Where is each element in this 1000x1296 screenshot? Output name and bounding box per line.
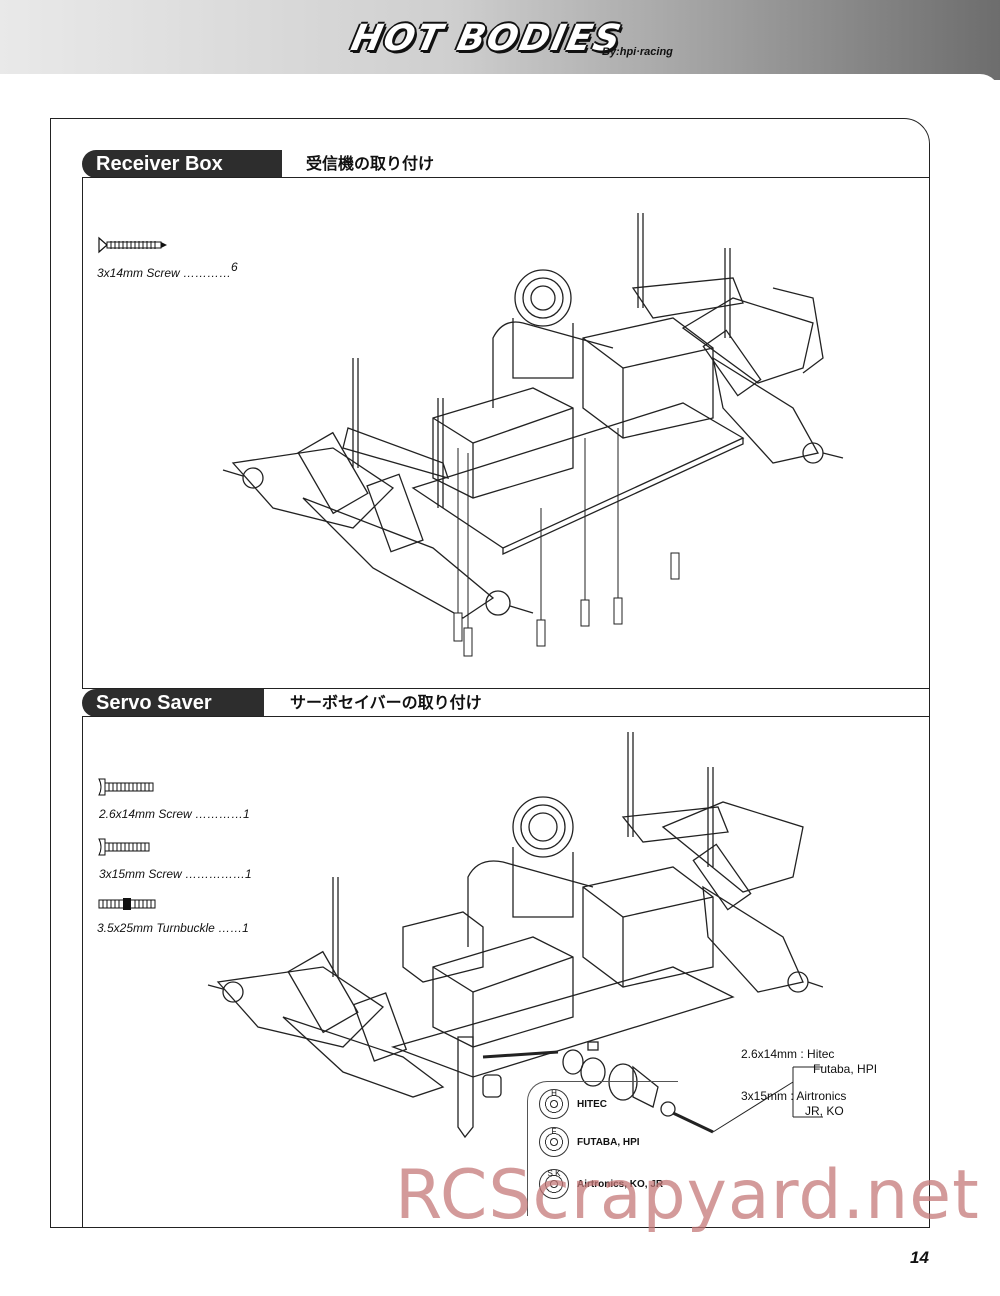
callout-brand: Futaba, HPI bbox=[813, 1062, 878, 1076]
servo-saver-panel: 2.6x14mm Screw …………1 3x15mm Screw ……………1… bbox=[82, 716, 930, 1228]
part-name: 2.6x14mm Screw bbox=[99, 807, 192, 821]
logo-text: HOT BODIES bbox=[347, 18, 627, 59]
screw-icon bbox=[98, 778, 154, 796]
callout-brand: Airtronics bbox=[796, 1089, 847, 1103]
part-label: 2.6x14mm Screw …………1 bbox=[99, 807, 250, 821]
callout-size: 2.6x14mm : bbox=[741, 1047, 804, 1061]
servo-horn-icon: S.K bbox=[539, 1169, 569, 1199]
servo-option-hitec: H HITEC bbox=[539, 1089, 607, 1119]
servo-option-label: FUTABA, HPI bbox=[577, 1136, 640, 1148]
callout-3x15mm: 3x15mm : Airtronics JR, KO bbox=[741, 1089, 846, 1119]
part-qty: 1 bbox=[245, 867, 252, 881]
part-dots: ………… bbox=[191, 807, 244, 821]
page-header bbox=[0, 0, 1000, 80]
section-subtitle-servo-saver: サーボセイバーの取り付け bbox=[290, 693, 482, 712]
part-name: 3.5x25mm Turnbuckle bbox=[97, 921, 215, 935]
turnbuckle-icon bbox=[98, 898, 156, 910]
part-dots: …………… bbox=[181, 867, 246, 881]
receiver-box-panel: 3x14mm Screw …………6 bbox=[82, 177, 930, 689]
part-name: 3x15mm Screw bbox=[99, 867, 182, 881]
servo-horn-icon: F bbox=[539, 1127, 569, 1157]
logo-subtext: By:hpi·racing bbox=[602, 46, 673, 58]
watermark: RCScrapyard.net bbox=[395, 1156, 980, 1235]
part-name: 3x14mm Screw bbox=[97, 266, 180, 280]
part-dots: …… bbox=[214, 921, 243, 935]
callout-2-6x14mm: 2.6x14mm : Hitec Futaba, HPI bbox=[741, 1047, 877, 1077]
part-qty: 1 bbox=[243, 807, 250, 821]
screw-icon bbox=[98, 838, 150, 856]
page-number: 14 bbox=[910, 1248, 929, 1267]
screw-icon bbox=[98, 236, 167, 254]
part-label: 3x14mm Screw …………6 bbox=[97, 260, 238, 280]
servo-option-label: Airtronics, KO, JR bbox=[577, 1178, 664, 1190]
section-subtitle-receiver-box: 受信機の取り付け bbox=[306, 154, 435, 173]
servo-option-airtronics: S.K Airtronics, KO, JR bbox=[539, 1169, 663, 1199]
part-dots: ………… bbox=[183, 266, 232, 280]
servo-horn-icon: H bbox=[539, 1089, 569, 1119]
callout-brand: Hitec bbox=[807, 1047, 835, 1061]
callout-size: 3x15mm : bbox=[741, 1089, 794, 1103]
servo-option-label: HITEC bbox=[577, 1098, 607, 1110]
section-title-servo-saver: Servo Saver bbox=[82, 689, 264, 717]
section-title-receiver-box: Receiver Box bbox=[82, 150, 282, 178]
callout-brand: JR, KO bbox=[805, 1104, 844, 1118]
part-qty: 1 bbox=[242, 921, 249, 935]
receiver-box-assembly-diagram bbox=[222, 213, 844, 657]
servo-options-box bbox=[527, 1081, 678, 1216]
brand-logo: HOT BODIES By:hpi·racing bbox=[348, 18, 673, 66]
servo-saver-assembly-diagram bbox=[207, 732, 823, 1139]
part-label: 3x15mm Screw ……………1 bbox=[99, 867, 252, 881]
servo-option-futaba: F FUTABA, HPI bbox=[539, 1127, 640, 1157]
part-label: 3.5x25mm Turnbuckle ……1 bbox=[97, 921, 249, 935]
part-qty: 6 bbox=[231, 260, 238, 274]
header-curve bbox=[0, 74, 1000, 94]
